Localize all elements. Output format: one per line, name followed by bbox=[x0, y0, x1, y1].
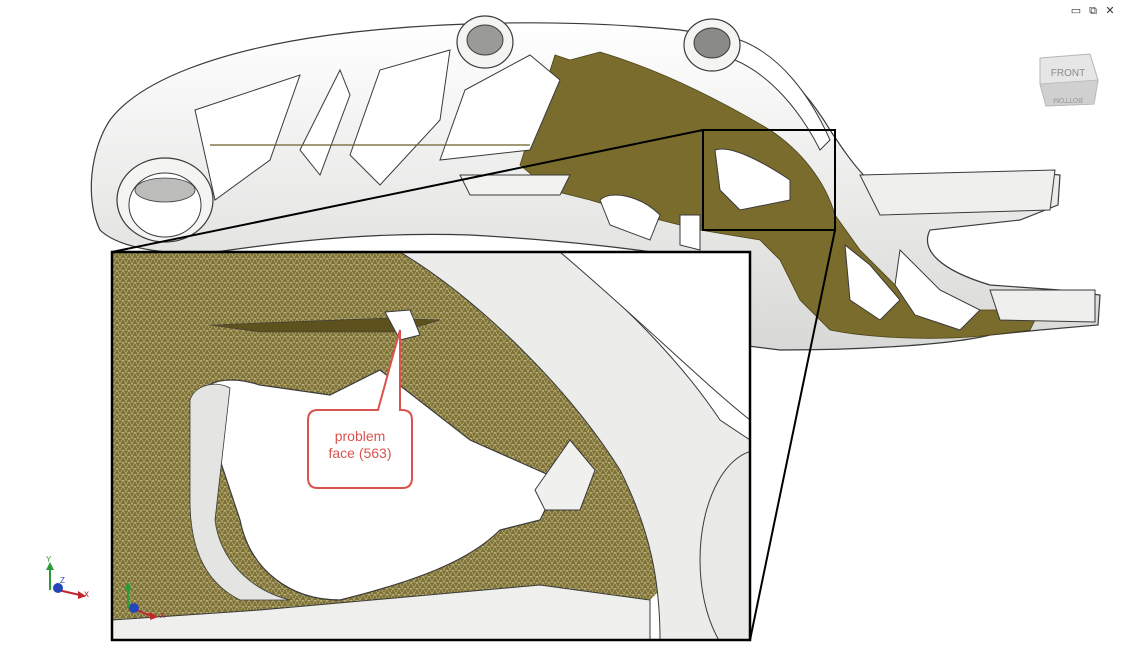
pocket-9 bbox=[894, 248, 981, 331]
close-button[interactable]: ✕ bbox=[1105, 5, 1115, 17]
minimize-button[interactable]: ▭ bbox=[1070, 5, 1082, 17]
axis-y-label: Y bbox=[46, 555, 52, 564]
inset-boss bbox=[699, 451, 750, 640]
connector-line-bottom bbox=[749, 229, 836, 641]
pocket-4 bbox=[439, 54, 561, 161]
boss-right bbox=[683, 18, 741, 72]
viewcube-bottom-label[interactable]: BOTTOM bbox=[1053, 96, 1083, 103]
pocket-6 bbox=[679, 214, 701, 251]
restore-button[interactable]: ⧉ bbox=[1089, 5, 1097, 17]
pocket-5 bbox=[599, 194, 661, 241]
callout-line-2: face (563) bbox=[328, 445, 392, 461]
connector-line-top bbox=[111, 129, 704, 253]
axis-triad-inset bbox=[124, 582, 158, 620]
strut-1 bbox=[459, 174, 571, 196]
bracket-model[interactable] bbox=[90, 15, 1101, 351]
boss-left bbox=[116, 157, 214, 243]
problem-callout bbox=[307, 329, 413, 489]
pocket-10 bbox=[734, 39, 831, 151]
inset-frame bbox=[110, 250, 752, 642]
arm-lower bbox=[989, 289, 1096, 323]
zoom-region-box bbox=[702, 129, 836, 231]
axis-triad-main bbox=[46, 562, 86, 599]
inset-axis-x-label: x bbox=[160, 610, 165, 621]
pocket-2 bbox=[299, 68, 351, 176]
axis-x-label: x bbox=[84, 589, 89, 600]
pocket-8 bbox=[844, 243, 901, 321]
boss-middle bbox=[456, 15, 514, 69]
detail-inset[interactable] bbox=[110, 250, 820, 648]
viewcube[interactable]: FRONT BOTTOM bbox=[1039, 53, 1099, 107]
pocket-1 bbox=[194, 74, 301, 201]
viewcube-face-label[interactable]: FRONT bbox=[1051, 68, 1085, 79]
pocket-7 bbox=[714, 148, 791, 211]
callout-line-1: problem bbox=[334, 428, 386, 444]
axis-z-label: Z bbox=[60, 576, 65, 585]
arm-upper bbox=[859, 169, 1056, 216]
callout-text: problem face (563) bbox=[310, 428, 410, 462]
inset-body-band bbox=[399, 252, 750, 640]
pocket-3 bbox=[349, 49, 451, 186]
